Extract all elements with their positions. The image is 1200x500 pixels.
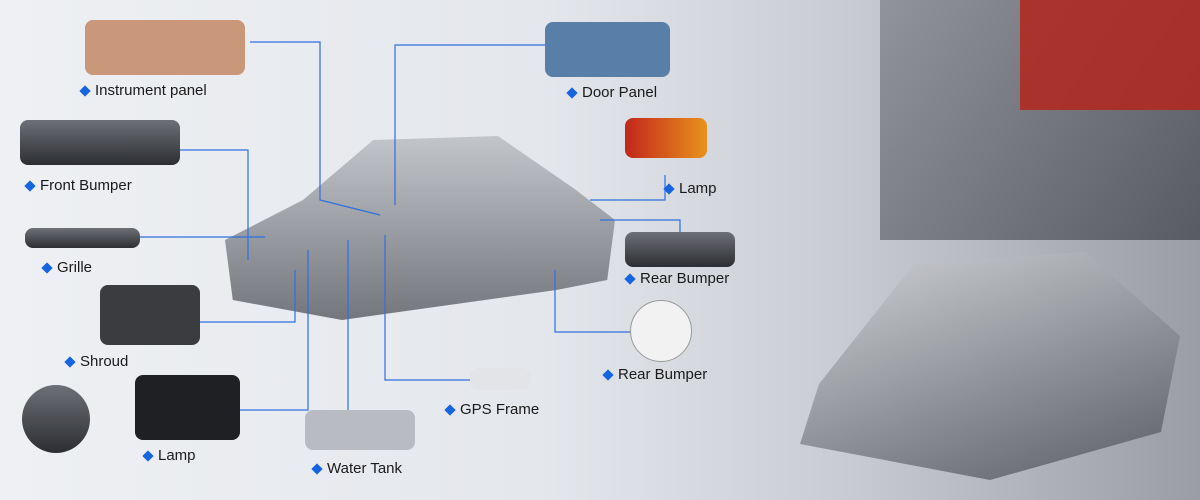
label-front-bumper: Front Bumper	[24, 177, 132, 194]
diamond-icon	[79, 84, 91, 97]
headlamp-image	[135, 375, 240, 440]
label-text: Rear Bumper	[640, 270, 730, 287]
label-shroud: Shroud	[64, 353, 129, 370]
label-instrument-panel: Instrument panel	[79, 82, 207, 99]
label-rear-bumper-1: Rear Bumper	[624, 270, 730, 287]
front-bumper-image	[20, 120, 180, 165]
diamond-icon	[41, 261, 53, 274]
label-lamp-left: Lamp	[142, 447, 196, 464]
label-text: Lamp	[679, 180, 717, 197]
diamond-icon	[663, 182, 675, 195]
label-text: Door Panel	[582, 84, 658, 101]
label-water-tank: Water Tank	[311, 460, 403, 477]
label-text: Shroud	[80, 353, 129, 370]
label-rear-bumper-2: Rear Bumper	[602, 366, 708, 383]
diamond-icon	[624, 272, 636, 285]
wheel-cover-image	[630, 300, 692, 362]
shroud-image	[100, 285, 200, 345]
tail-lamp-image	[625, 118, 707, 158]
cnc-spindle	[1020, 0, 1200, 110]
diamond-icon	[64, 355, 76, 368]
gps-frame-image	[470, 368, 530, 390]
label-text: GPS Frame	[460, 401, 540, 418]
label-text: Lamp	[158, 447, 196, 464]
fan-image	[22, 385, 90, 453]
label-text: Front Bumper	[40, 177, 132, 194]
label-door-panel: Door Panel	[566, 84, 658, 101]
diamond-icon	[142, 449, 154, 462]
label-text: Water Tank	[327, 460, 403, 477]
label-text: Rear Bumper	[618, 366, 708, 383]
water-tank-image	[305, 410, 415, 450]
rear-bumper-image	[625, 232, 735, 267]
grille-image	[25, 228, 140, 248]
label-grille: Grille	[41, 259, 93, 276]
label-text: Grille	[57, 259, 93, 276]
diamond-icon	[24, 179, 36, 192]
door-panel-image	[545, 22, 670, 77]
diamond-icon	[566, 86, 578, 99]
diamond-icon	[444, 403, 456, 416]
label-gps-frame: GPS Frame	[444, 401, 540, 418]
instrument-panel-image	[85, 20, 245, 75]
label-lamp-right: Lamp	[663, 180, 717, 197]
diamond-icon	[311, 462, 323, 475]
diamond-icon	[602, 368, 614, 381]
label-text: Instrument panel	[95, 82, 207, 99]
